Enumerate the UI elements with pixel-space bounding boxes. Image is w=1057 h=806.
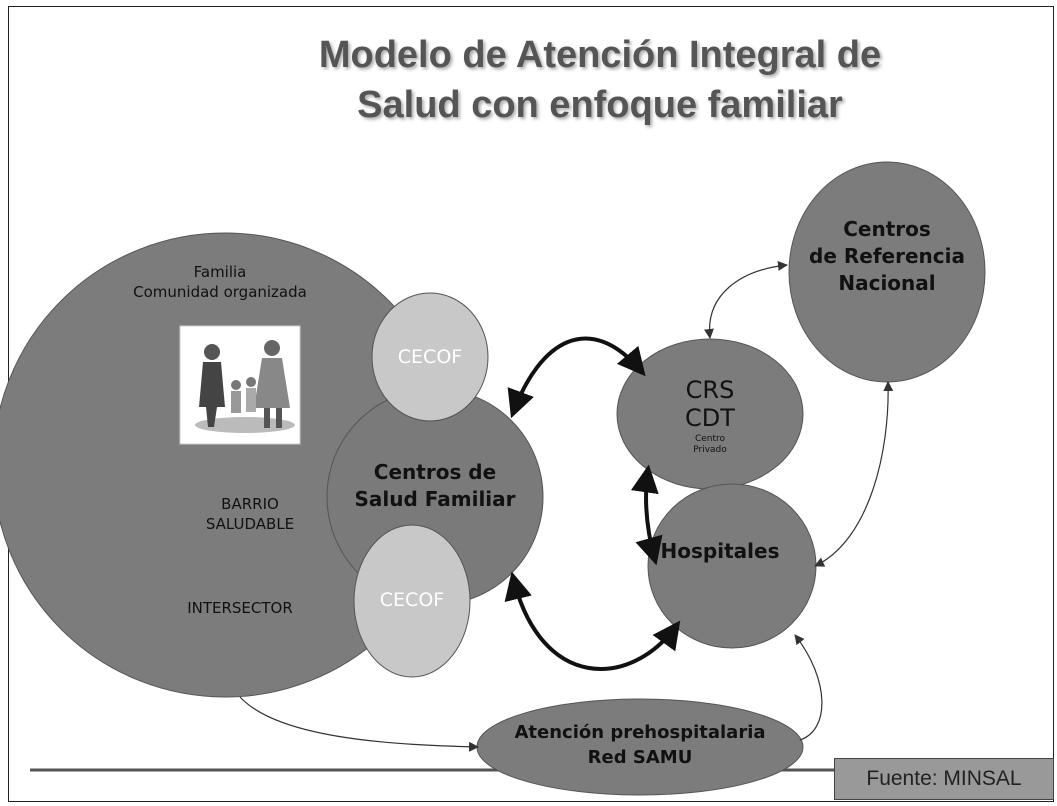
centros-referencia-label: Centros de Referencia Nacional — [797, 216, 977, 297]
community-label: Familia Comunidad organizada — [120, 262, 320, 302]
centro-privado-line2: Privado — [693, 445, 727, 455]
barrio-label: BARRIO SALUDABLE — [200, 494, 300, 534]
cecof-bottom-circle — [353, 524, 471, 678]
centros-referencia-line2: de Referencia — [809, 244, 965, 268]
samu-label-line1: Atención prehospitalaria — [514, 722, 766, 743]
cesfam-label: Centros de Salud Familiar — [335, 459, 535, 513]
centro-privado-label: Centro Privado — [640, 434, 780, 456]
cecof-bottom-label: CECOF — [379, 589, 445, 611]
centros-referencia-line3: Nacional — [838, 271, 936, 295]
arrow-cesfam-crs — [507, 336, 646, 419]
page-title: Modelo de Atención Integral de Salud con… — [250, 30, 950, 130]
arrow-crs-referencia — [704, 260, 788, 339]
cesfam-label-line2: Salud Familiar — [354, 487, 516, 511]
hospitales-ellipse — [647, 483, 817, 649]
community-label-line2: Comunidad organizada — [133, 283, 307, 301]
arrow-cesfam-hospitales — [504, 571, 681, 671]
title-line-2: Salud con enfoque familiar — [357, 84, 843, 126]
hospitales-label: Hospitales — [660, 539, 780, 563]
intersector-label: INTERSECTOR — [187, 599, 293, 617]
cecof-top-circle — [371, 292, 489, 422]
samu-label: Atención prehospitalaria Red SAMU — [480, 720, 800, 770]
centro-privado-line1: Centro — [694, 434, 726, 444]
arrow-hospitales-referencia — [814, 381, 894, 567]
crs-label: CRS — [685, 376, 735, 404]
barrio-label-line2: SALUDABLE — [205, 515, 295, 533]
arrow-samu-hospitales — [794, 634, 823, 741]
barrio-label-line1: BARRIO — [221, 495, 279, 513]
cecof-top-label: CECOF — [397, 346, 463, 368]
family-illustration-icon — [179, 325, 301, 445]
arrow-crs-hospitales — [630, 464, 663, 566]
cesfam-label-line1: Centros de — [373, 460, 497, 484]
centros-referencia-line1: Centros — [843, 217, 931, 241]
samu-label-line2: Red SAMU — [587, 747, 693, 768]
community-label-line1: Familia — [193, 263, 247, 281]
cdt-label: CDT — [685, 404, 735, 432]
source-box: Fuente: MINSAL — [834, 758, 1054, 800]
crs-cdt-label: CRS CDT — [640, 376, 780, 432]
arrow-community-samu — [239, 696, 479, 752]
title-line-1: Modelo de Atención Integral de — [318, 34, 882, 76]
